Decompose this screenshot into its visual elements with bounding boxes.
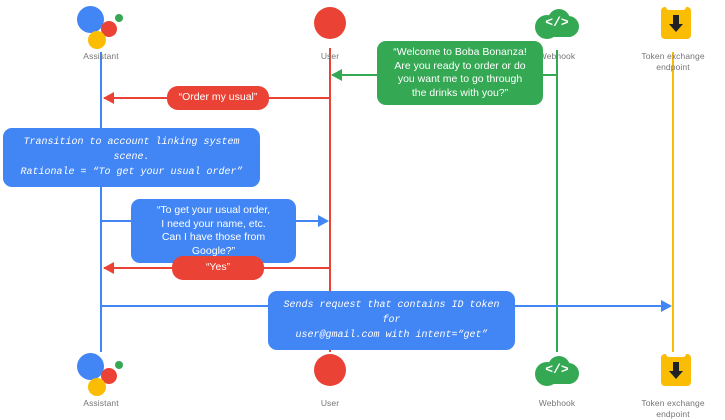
lifeline-token-endpoint (672, 52, 674, 352)
note-sends-request: Sends request that contains ID token for… (268, 291, 515, 350)
bubble-order-my-usual: “Order my usual” (167, 86, 269, 110)
bubble-welcome: “Welcome to Boba Bonanza! Are you ready … (377, 41, 543, 105)
cloud-code-icon: </> (497, 4, 617, 48)
actor-user-bottom: User (270, 351, 390, 409)
arrowhead-order-my-usual (103, 92, 114, 104)
actor-assistant-bottom: Assistant (41, 351, 161, 409)
actor-label-assistant-top: Assistant (83, 51, 119, 61)
arrowhead-welcome (331, 69, 342, 81)
user-avatar-icon-bottom (270, 351, 390, 395)
actor-label-webhook-top: Webhook (538, 51, 576, 61)
lifeline-user (329, 48, 331, 352)
lifeline-assistant (100, 52, 102, 352)
download-box-icon-bottom (613, 351, 725, 395)
download-box-icon (613, 4, 725, 48)
arrowhead-need-your-name (318, 215, 329, 227)
actor-token-endpoint-bottom: Token exchange endpoint (613, 351, 725, 420)
actor-label-token-endpoint-top: Token exchange endpoint (641, 51, 705, 72)
user-avatar-icon (270, 4, 390, 48)
bubble-need-your-name: “To get your usual order, I need your na… (131, 199, 296, 263)
google-assistant-icon-bottom (41, 351, 161, 396)
actor-webhook-bottom: </> Webhook (497, 351, 617, 409)
actor-label-webhook-bottom: Webhook (538, 398, 576, 408)
actor-label-user-bottom: User (320, 398, 340, 408)
lifeline-webhook (556, 50, 558, 352)
actor-user-top: User (270, 4, 390, 62)
actor-webhook-top: </> Webhook (497, 4, 617, 62)
arrowhead-sends-request (661, 300, 672, 312)
actor-token-endpoint-top: Token exchange endpoint (613, 4, 725, 73)
google-assistant-icon (41, 4, 161, 49)
actor-label-token-endpoint-bottom: Token exchange endpoint (641, 398, 705, 419)
actor-label-assistant-bottom: Assistant (83, 398, 119, 408)
arrowhead-yes (103, 262, 114, 274)
note-transition: Transition to account linking system sce… (3, 128, 260, 187)
actor-assistant-top: Assistant (41, 4, 161, 62)
actor-label-user-top: User (320, 51, 340, 61)
cloud-code-icon-bottom: </> (497, 351, 617, 395)
bubble-yes: “Yes” (172, 256, 264, 280)
